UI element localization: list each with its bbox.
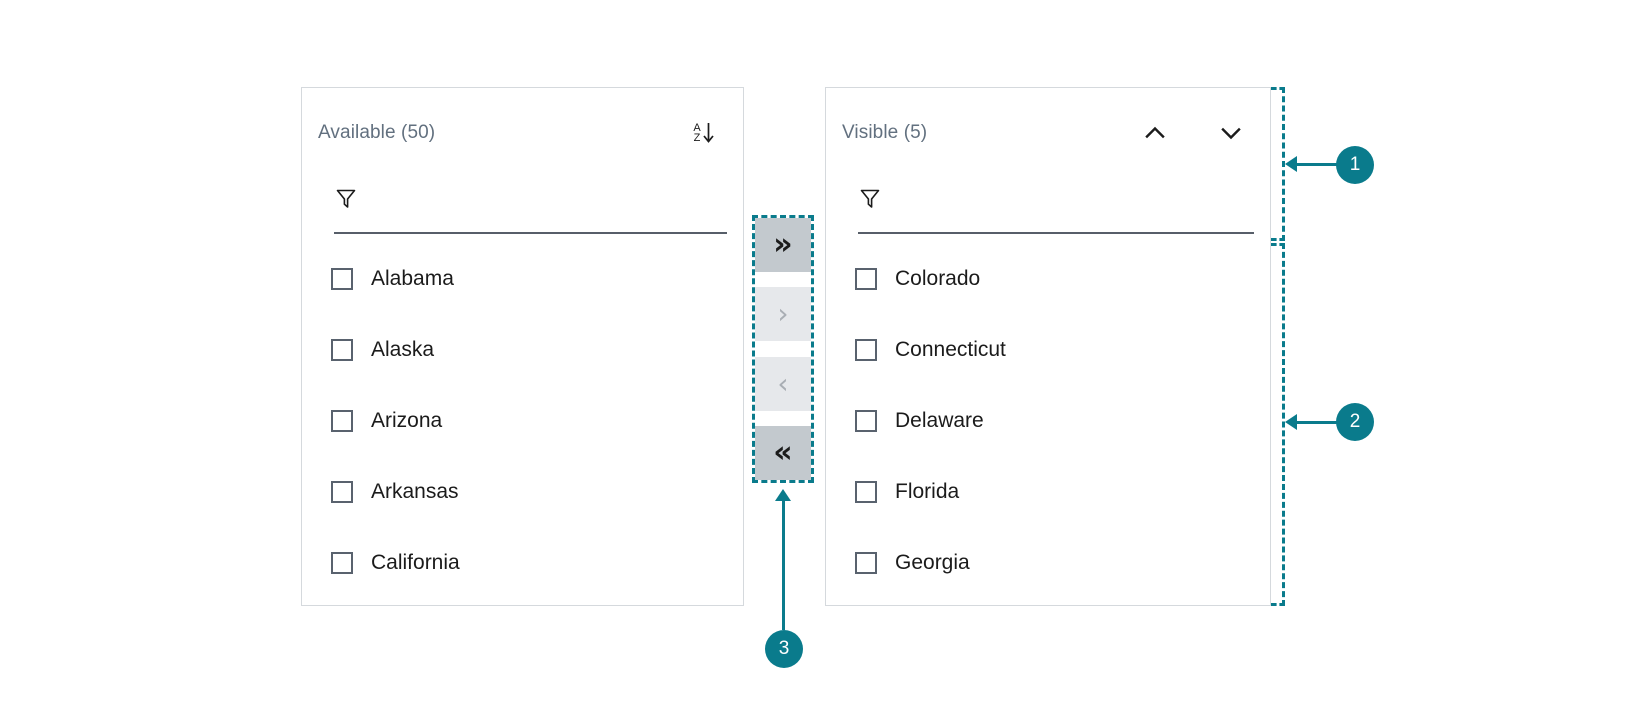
list-item[interactable]: Arizona [318,385,727,456]
callout-3-arrowhead [775,489,791,501]
available-item-list: Alabama Alaska Arizona Arkansas Californ… [302,243,743,598]
move-selected-left-button[interactable]: ‹ [755,357,811,411]
callout-badge-3-number: 3 [778,638,790,659]
callout-badge-3: 3 [765,630,803,668]
callout-3-line [782,500,785,630]
checkbox[interactable] [331,480,353,503]
list-item[interactable]: Georgia [842,527,1254,598]
list-item-label: Colorado [895,266,981,290]
checkbox[interactable] [855,551,877,574]
list-item-label: Alaska [371,337,435,361]
sort-letter-bottom: Z [693,132,701,144]
move-all-left-button[interactable]: « [755,426,811,480]
visible-filter-input[interactable] [858,176,1254,234]
callout-badge-2: 2 [1336,403,1374,441]
callout-1-line [1296,163,1338,166]
chevron-down-icon[interactable] [1214,116,1248,150]
sort-letter-top: A [693,122,701,134]
list-item[interactable]: Florida [842,456,1254,527]
sort-az-descending-icon[interactable]: A Z [687,116,721,150]
visible-panel: Visible (5) [825,87,1271,606]
checkbox[interactable] [855,409,877,432]
visible-panel-header: Visible (5) [826,88,1270,178]
list-item[interactable]: Colorado [842,243,1254,314]
available-filter-row [318,176,727,238]
callout-badge-1-number: 1 [1349,154,1361,175]
checkbox[interactable] [855,480,877,503]
sort-az-letters: A Z [693,122,701,144]
list-item[interactable]: California [318,527,727,598]
available-filter-input[interactable] [334,176,727,234]
callout-2-line [1296,421,1338,424]
double-chevron-left-icon: « [773,435,793,470]
checkbox[interactable] [855,267,877,290]
visible-filter-row [842,176,1254,238]
move-all-right-button[interactable]: » [755,218,811,272]
available-panel: Available (50) A Z [301,87,744,606]
list-item-label: Alabama [371,266,454,290]
callout-badge-1: 1 [1336,146,1374,184]
list-item-label: Delaware [895,408,984,432]
callout-badge-2-number: 2 [1349,411,1361,432]
list-item[interactable]: Alaska [318,314,727,385]
double-chevron-right-icon: » [773,227,793,262]
visible-header-actions [1138,116,1248,150]
transfer-button-group: » › ‹ « [755,218,811,480]
available-header-actions: A Z [687,116,721,150]
list-item[interactable]: Connecticut [842,314,1254,385]
move-selected-right-button[interactable]: › [755,287,811,341]
checkbox[interactable] [331,267,353,290]
list-item[interactable]: Delaware [842,385,1254,456]
sort-az-glyph: A Z [693,122,714,144]
list-item-label: Arkansas [371,479,459,503]
checkbox[interactable] [331,338,353,361]
visible-item-list: Colorado Connecticut Delaware Florida Ge… [826,243,1270,598]
list-item-label: Georgia [895,550,970,574]
checkbox[interactable] [855,338,877,361]
visible-panel-title: Visible (5) [842,122,928,143]
callout-1-arrowhead [1285,156,1297,172]
available-panel-title: Available (50) [318,122,436,143]
available-panel-header: Available (50) A Z [302,88,743,178]
checkbox[interactable] [331,551,353,574]
list-item[interactable]: Alabama [318,243,727,314]
list-item-label: Connecticut [895,337,1006,361]
chevron-left-icon: ‹ [777,367,789,400]
chevron-right-icon: › [777,297,789,330]
callout-2-arrowhead [1285,414,1297,430]
annotation-region-2 [1271,243,1285,606]
checkbox[interactable] [331,409,353,432]
list-item-label: Florida [895,479,960,503]
list-item[interactable]: Arkansas [318,456,727,527]
annotation-region-1 [1271,87,1285,241]
list-item-label: Arizona [371,408,443,432]
list-item-label: California [371,550,460,574]
chevron-up-icon[interactable] [1138,116,1172,150]
